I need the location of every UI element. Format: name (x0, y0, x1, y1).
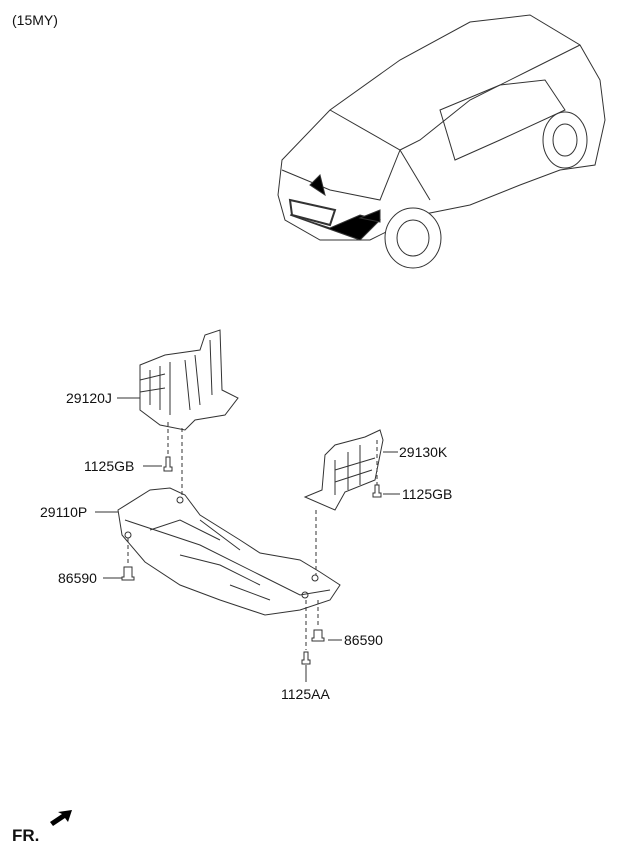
part-label-29110P[interactable]: 29110P (40, 504, 88, 520)
direction-label: FR. (12, 826, 40, 845)
part-label-86590-right[interactable]: 86590 (344, 632, 383, 648)
part-label-86590-left[interactable]: 86590 (58, 570, 97, 586)
part-label-29130K[interactable]: 29130K (399, 444, 448, 460)
right-cover (303, 429, 384, 511)
part-label-29120J[interactable]: 29120J (66, 390, 112, 406)
under-cover (117, 487, 341, 616)
front-arrow-icon (50, 810, 72, 826)
part-label-1125GB-left[interactable]: 1125GB (84, 458, 135, 474)
part-label-1125GB-right[interactable]: 1125GB (402, 486, 453, 502)
front-left-cover (139, 329, 239, 431)
car-illustration (277, 14, 606, 269)
model-year-label: (15MY) (12, 12, 58, 28)
fasteners (121, 456, 382, 665)
leader-lines (95, 397, 400, 682)
part-label-1125AA[interactable]: 1125AA (281, 686, 330, 702)
guide-lines (127, 422, 378, 650)
